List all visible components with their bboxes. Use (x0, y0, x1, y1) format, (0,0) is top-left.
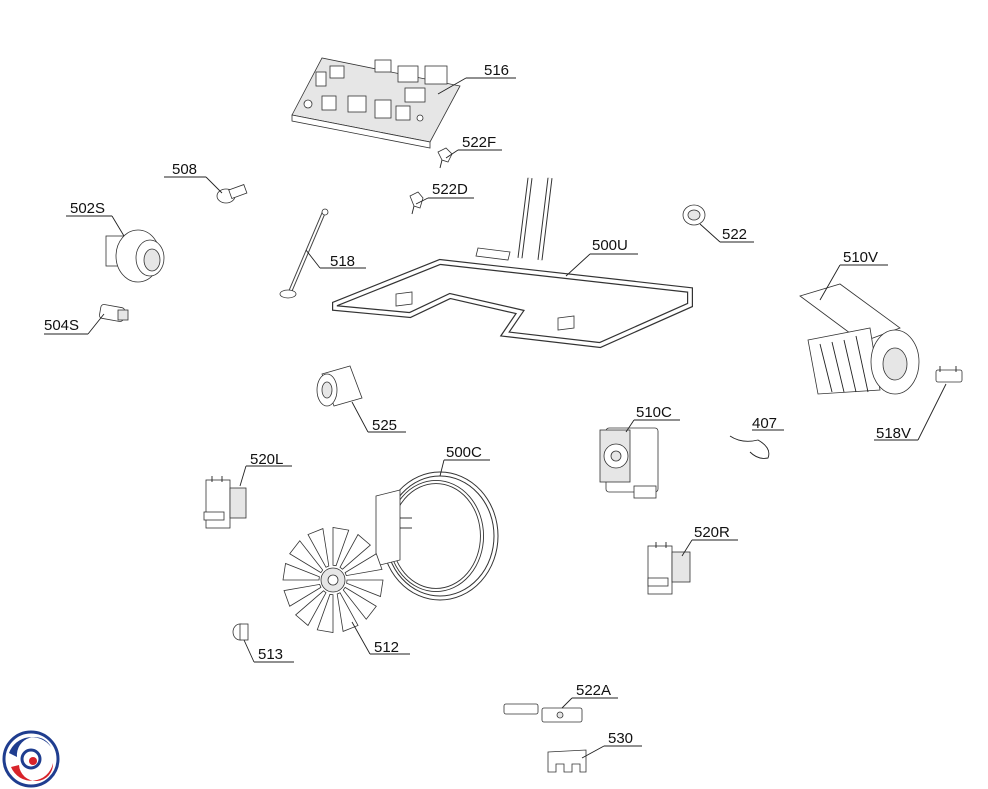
part-504S-switch[interactable] (99, 304, 129, 322)
part-510V-cooling-fan[interactable] (799, 283, 920, 395)
label-407: 407 (752, 415, 777, 432)
part-530-bracket[interactable] (547, 749, 587, 773)
label-530: 530 (608, 730, 633, 747)
fan-blade (282, 562, 320, 581)
callouts: 516 522F 508 522D 502S 522 500U 518 510V (44, 62, 947, 759)
part-525-capacitor[interactable] (316, 365, 363, 407)
label-522F: 522F (462, 134, 496, 151)
part-512-fan-blade[interactable] (282, 527, 384, 633)
fan-blade (342, 586, 377, 620)
label-500C: 500C (446, 444, 482, 461)
part-500C-circular-element[interactable] (375, 471, 499, 601)
part-508-lamp[interactable] (216, 184, 248, 204)
part-522-thermostat[interactable] (682, 204, 706, 226)
part-518V-safety-thermostat[interactable] (935, 366, 963, 383)
fan-blade (336, 592, 359, 632)
label-525: 525 (372, 417, 397, 434)
label-520R: 520R (694, 524, 730, 541)
part-522D-sensor[interactable] (409, 191, 424, 215)
label-510V: 510V (843, 249, 878, 266)
part-407-wire[interactable] (729, 435, 770, 459)
label-500U: 500U (592, 237, 628, 254)
part-510C-fan-motor[interactable] (599, 427, 659, 499)
part-522A-bracket[interactable] (503, 703, 583, 723)
fan-blade (283, 583, 322, 607)
label-518: 518 (330, 253, 355, 270)
label-510C: 510C (636, 404, 672, 421)
label-520L: 520L (250, 451, 283, 468)
label-522: 522 (722, 226, 747, 243)
fan-blade (344, 553, 383, 577)
label-513: 513 (258, 646, 283, 663)
label-522D: 522D (432, 181, 468, 198)
fan-blade (339, 533, 371, 570)
fan-blade (295, 590, 327, 627)
brand-logo (2, 730, 60, 788)
part-516-control-board[interactable] (291, 57, 461, 149)
label-502S: 502S (70, 200, 105, 217)
part-522F-sensor[interactable] (437, 147, 453, 169)
label-518V: 518V (876, 425, 911, 442)
fan-blade (346, 579, 384, 598)
fan-blade (316, 593, 334, 633)
fan-blade (332, 527, 350, 567)
part-518-temperature-probe[interactable] (279, 208, 329, 299)
label-512: 512 (374, 639, 399, 656)
label-508: 508 (172, 161, 197, 178)
part-500U-grill-element[interactable] (332, 177, 693, 349)
label-504S: 504S (44, 317, 79, 334)
part-513-nut[interactable] (232, 623, 249, 641)
label-522A: 522A (576, 682, 611, 699)
fan-blade (307, 528, 330, 568)
label-516: 516 (484, 62, 509, 79)
part-520L-door-switch[interactable] (203, 476, 247, 529)
fan-blade (289, 540, 324, 574)
part-520R-door-switch[interactable] (647, 542, 691, 595)
part-502S-selector-switch[interactable] (105, 229, 165, 283)
